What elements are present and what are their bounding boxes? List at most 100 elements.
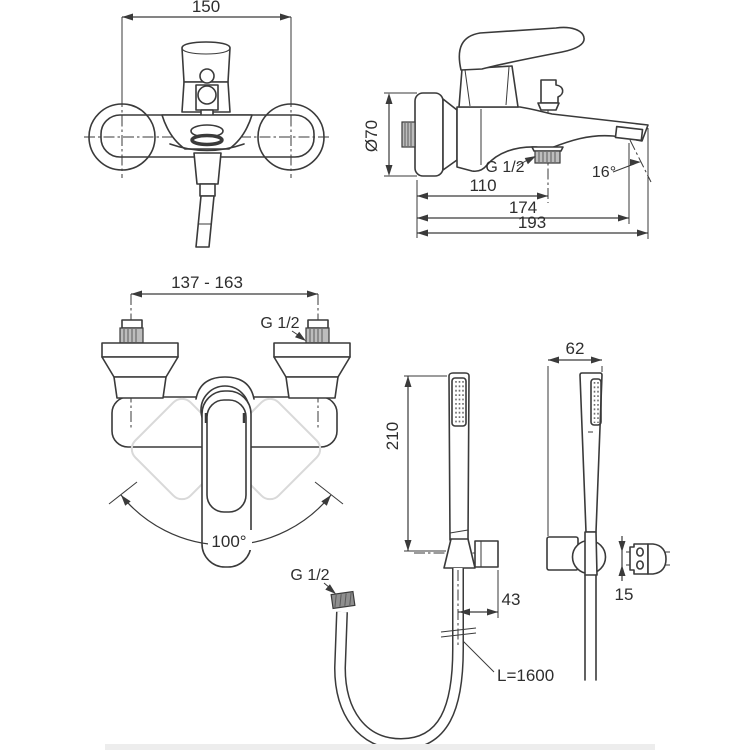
dim-text-193: 193 xyxy=(518,213,546,232)
arrowhead xyxy=(618,214,629,222)
arrowhead xyxy=(404,376,412,387)
wall-flange-left xyxy=(88,103,156,171)
dim-text-110: 110 xyxy=(469,176,496,195)
bracket-cylinder-front xyxy=(474,540,499,568)
screw-hole-top xyxy=(635,547,644,557)
nut-hatch xyxy=(334,594,337,608)
dim-text-100deg: 100° xyxy=(211,532,246,551)
dim-text-43: 43 xyxy=(502,590,521,609)
arrowhead xyxy=(417,229,428,237)
inlet-escutcheon-left xyxy=(113,376,167,399)
top-outlet-nut xyxy=(537,102,560,111)
arrowhead xyxy=(122,13,133,21)
arrowhead xyxy=(307,290,318,298)
lever-handle-front xyxy=(201,390,252,568)
lever-neck-line xyxy=(505,66,510,106)
dim-text-174: 174 xyxy=(509,198,537,217)
dim-text-15: 15 xyxy=(615,585,634,604)
arrowhead xyxy=(524,156,536,165)
inlet-flange-left xyxy=(101,342,179,358)
spout-rim xyxy=(190,133,224,147)
inlet-flange-right xyxy=(273,342,351,358)
aerator xyxy=(614,125,644,142)
handset-front xyxy=(448,372,470,541)
lever-handle-side xyxy=(458,26,585,71)
arrowhead xyxy=(537,192,548,200)
outlet-collar xyxy=(531,146,564,152)
nut-hatch xyxy=(339,594,342,607)
inlet-escutcheon-right xyxy=(285,376,339,399)
handset-side xyxy=(579,372,603,533)
hose-break-mark xyxy=(440,632,477,638)
diverter-button xyxy=(197,85,217,105)
arrowhead xyxy=(321,495,331,506)
inlet-cone-right xyxy=(273,356,351,378)
arrowhead xyxy=(618,541,626,552)
arrowhead xyxy=(404,540,412,551)
lever-neck-line xyxy=(464,69,471,107)
spray-band-front xyxy=(451,377,467,427)
dim-text-hose-length: L=1600 xyxy=(497,666,554,685)
view-hand-shower-set: 210 43 G 1/2 xyxy=(290,339,670,750)
swing-radial-left xyxy=(108,481,138,505)
inlet-nut-right xyxy=(307,319,329,329)
arrowhead xyxy=(325,584,336,594)
arrowhead xyxy=(637,229,648,237)
hose-nut-group xyxy=(330,590,356,610)
view-bath-shower-mixer-front: 150 xyxy=(84,0,330,248)
arrowhead xyxy=(618,565,626,576)
hose-nut xyxy=(330,590,356,610)
screw-hole-bottom xyxy=(635,560,644,570)
arrowhead xyxy=(295,331,306,341)
footer-strip xyxy=(105,744,655,750)
arrowhead xyxy=(591,356,602,364)
dim-text-137-163: 137 - 163 xyxy=(171,273,243,292)
hose-connector-block xyxy=(193,152,222,185)
text-backing xyxy=(208,530,252,550)
flange-cone xyxy=(442,98,458,171)
body-and-spout xyxy=(456,106,649,173)
bracket-cap-profile xyxy=(647,543,667,575)
wall-flange-side xyxy=(414,92,444,177)
label-g12-outlet: G 1/2 xyxy=(485,159,524,176)
wall-flange-right xyxy=(257,103,325,171)
spray-band-side xyxy=(590,378,602,426)
inlet-cone-left xyxy=(101,356,179,378)
label-g12-hose: G 1/2 xyxy=(290,567,329,584)
arrowhead xyxy=(385,93,393,104)
swing-radial-right xyxy=(314,481,344,505)
leader-line xyxy=(462,640,495,673)
diverter-knob xyxy=(181,41,231,83)
inlet-nut-left xyxy=(121,319,143,329)
knob-button xyxy=(199,68,215,84)
nut-hatch xyxy=(344,593,347,606)
dim-text-150: 150 xyxy=(192,0,220,16)
view-shower-mixer-front: 137 - 163 G 1/2 xyxy=(101,273,351,568)
hose-stub xyxy=(195,195,215,248)
view-bath-shower-mixer-side: Ø70 G 1/2 16° 110 174 193 xyxy=(362,26,652,239)
arrowhead xyxy=(630,159,641,166)
arrowhead xyxy=(417,192,428,200)
dim-text-d70: Ø70 xyxy=(362,120,381,152)
lever-grip-inner xyxy=(206,399,247,513)
arrowhead xyxy=(121,495,131,506)
arrowhead xyxy=(280,13,291,21)
handset-joint-line xyxy=(449,529,469,534)
bracket-cone-front xyxy=(443,538,476,569)
arrowhead xyxy=(459,608,470,616)
arrowhead xyxy=(487,608,498,616)
dim-text-62: 62 xyxy=(566,339,585,358)
dim-text-210: 210 xyxy=(383,422,402,450)
knob-top-ellipse xyxy=(181,47,231,55)
arrowhead xyxy=(385,165,393,176)
handset-shaft-side xyxy=(584,531,598,576)
arrowhead xyxy=(417,214,428,222)
nut-hatch xyxy=(349,592,352,606)
cartridge-hump xyxy=(195,376,255,400)
cartridge-side xyxy=(458,65,519,108)
arrowhead xyxy=(131,290,142,298)
hose-break-mark xyxy=(440,627,477,633)
label-g12-inlet: G 1/2 xyxy=(260,315,299,332)
